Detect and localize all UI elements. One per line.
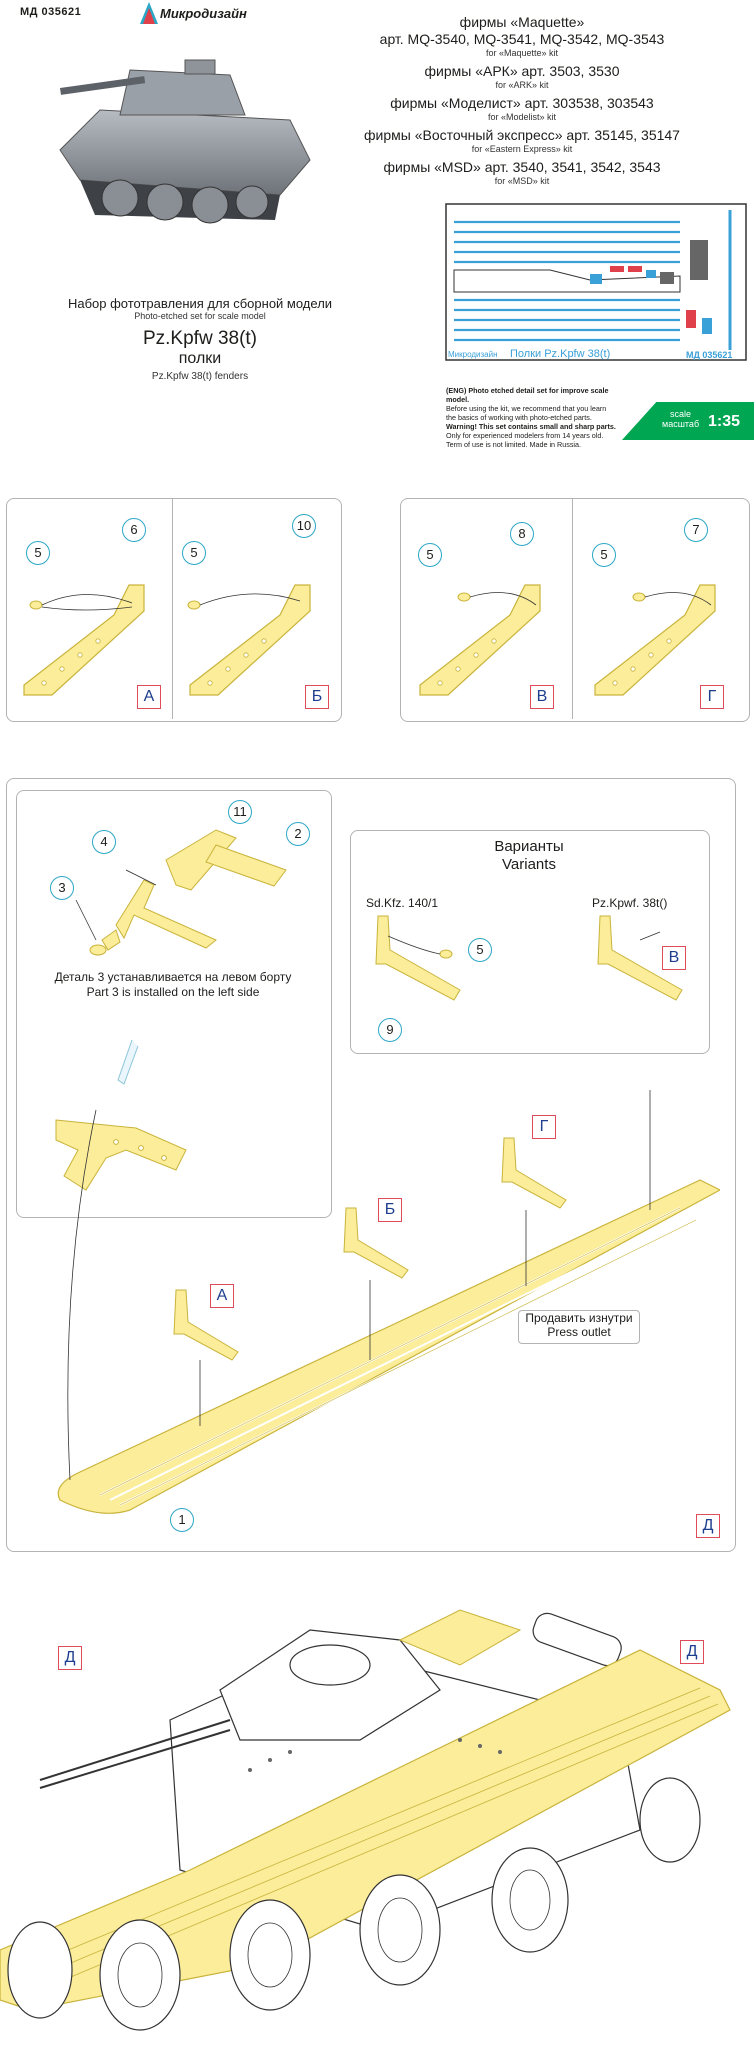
- panel-assembly: [6, 778, 736, 1552]
- press-outlet-note: Продавить изнутри Press outlet: [518, 1310, 640, 1344]
- fret-code: МД 035621: [686, 350, 733, 360]
- fret-brand: Микродизайн: [448, 350, 498, 359]
- callout-part-5: 5: [182, 541, 206, 565]
- step-label-a: А: [210, 1284, 234, 1308]
- fret-label: Полки Pz.Kpfw 38(t): [510, 348, 611, 360]
- product-name: Pz.Kpfw 38(t): [142, 328, 258, 349]
- firm-sub: for «ARK» kit: [495, 80, 549, 90]
- step-label-a: А: [137, 685, 161, 709]
- scale-label-ru: масштаб: [662, 419, 700, 429]
- set-title-ru: Набор фототравления для сборной модели: [67, 296, 333, 311]
- step-label-d: Д: [696, 1514, 720, 1538]
- set-title-en: Photo-etched set for scale model: [134, 311, 266, 321]
- panel-brackets-vg: [400, 498, 750, 722]
- variant-label-left: Sd.Kfz. 140/1: [366, 896, 439, 910]
- firm-line: фирмы «MSD» арт. 3540, 3541, 3542, 3543: [383, 159, 661, 175]
- firm-sub: for «Eastern Express» kit: [471, 144, 573, 154]
- brand-name: Микродизайн: [160, 6, 247, 21]
- variant-label-right: Pz.Kpwf. 38t(): [592, 896, 668, 910]
- notice-line: Warning! This set contains small and sha…: [446, 422, 616, 431]
- bracket-drawing-b: [187, 584, 311, 696]
- kit-code: МД 035621: [20, 6, 82, 18]
- callout-part-11: 11: [228, 800, 252, 824]
- inset-left-side: [16, 790, 332, 1218]
- callout-part-2: 2: [286, 822, 310, 846]
- callout-part-5: 5: [26, 541, 50, 565]
- warning-notice: (ENG) Photo etched detail set for improv…: [446, 386, 626, 449]
- firm-line: фирмы «Моделист» арт. 303538, 303543: [390, 95, 654, 111]
- callout-part-6: 6: [122, 518, 146, 542]
- product-ru: полки: [178, 350, 222, 367]
- inset-drawing: [55, 829, 287, 1191]
- callout-part-7: 7: [684, 518, 708, 542]
- bracket-drawing-v: [419, 584, 541, 696]
- final-tank-drawing: [0, 1609, 731, 2031]
- note-en: Part 3 is installed on the left side: [86, 985, 260, 999]
- step-label-v: В: [530, 685, 554, 709]
- fender-drawing: [57, 1090, 720, 1514]
- bracket-drawing-a: [23, 584, 145, 696]
- callout-part-4: 4: [92, 830, 116, 854]
- panel-brackets-ab: [6, 498, 342, 722]
- press-en: Press outlet: [547, 1325, 611, 1339]
- variants-title-en: Variants: [502, 856, 556, 873]
- callout-part-5: 5: [418, 543, 442, 567]
- variants-title-ru: Варианты: [494, 838, 564, 855]
- variants-drawing: [375, 915, 683, 1001]
- scale-badge: scale масштаб 1:35: [622, 402, 754, 440]
- compatible-kits: фирмы «Maquette» арт. MQ-3540, MQ-3541, …: [312, 14, 732, 191]
- callout-part-5: 5: [468, 938, 492, 962]
- step-label-g: Г: [532, 1115, 556, 1139]
- callout-part-8: 8: [510, 522, 534, 546]
- firm-line: фирмы «АРК» арт. 3503, 3530: [424, 63, 620, 79]
- tank-photo: [59, 59, 311, 224]
- pe-fret: Микродизайн Полки Pz.Kpfw 38(t) МД 03562…: [440, 200, 752, 368]
- divider: [572, 499, 573, 719]
- press-ru: Продавить изнутри: [525, 1311, 633, 1325]
- scale-label-en: scale: [670, 409, 692, 419]
- notice-line: Only for experienced modelers from 14 ye…: [446, 431, 604, 440]
- bracket-drawing-g: [594, 584, 716, 696]
- divider: [172, 499, 173, 719]
- notice-line: Term of use is not limited. Made in Russ…: [446, 440, 582, 449]
- firm-line: арт. MQ-3540, MQ-3541, MQ-3542, MQ-3543: [379, 31, 665, 47]
- final-label-d-left: Д: [58, 1646, 82, 1670]
- callout-part-3: 3: [50, 876, 74, 900]
- notice-line: Before using the kit, we recommend that …: [446, 404, 607, 413]
- callout-part-5: 5: [592, 543, 616, 567]
- firm-line: фирмы «Maquette»: [459, 14, 585, 30]
- step-label-b: Б: [378, 1198, 402, 1222]
- callout-part-9: 9: [378, 1018, 402, 1042]
- scale-value: 1:35: [708, 413, 741, 430]
- brand-logo-icon: [140, 2, 158, 24]
- product-en: Pz.Kpfw 38(t) fenders: [151, 371, 249, 382]
- firm-sub: for «Maquette» kit: [485, 48, 559, 58]
- pe-fret-drawing: [445, 203, 747, 361]
- callout-part-10: 10: [292, 514, 316, 538]
- notice-line: (ENG) Photo etched detail set for improv…: [446, 386, 609, 404]
- notice-line: the basics of working with photo-etched …: [446, 413, 592, 422]
- step-label-b: Б: [305, 685, 329, 709]
- step-label-v: В: [662, 946, 686, 970]
- callout-part-1: 1: [170, 1508, 194, 1532]
- variants-box: [350, 830, 710, 1054]
- firm-line: фирмы «Восточный экспресс» арт. 35145, 3…: [364, 127, 680, 143]
- firm-sub: for «Modelist» kit: [487, 112, 557, 122]
- final-label-d-right: Д: [680, 1640, 704, 1664]
- note-ru: Деталь 3 устанавливается на левом борту: [54, 970, 292, 984]
- scale-label: scale масштаб: [662, 409, 699, 429]
- firm-sub: for «MSD» kit: [494, 176, 550, 186]
- step-label-g: Г: [700, 685, 724, 709]
